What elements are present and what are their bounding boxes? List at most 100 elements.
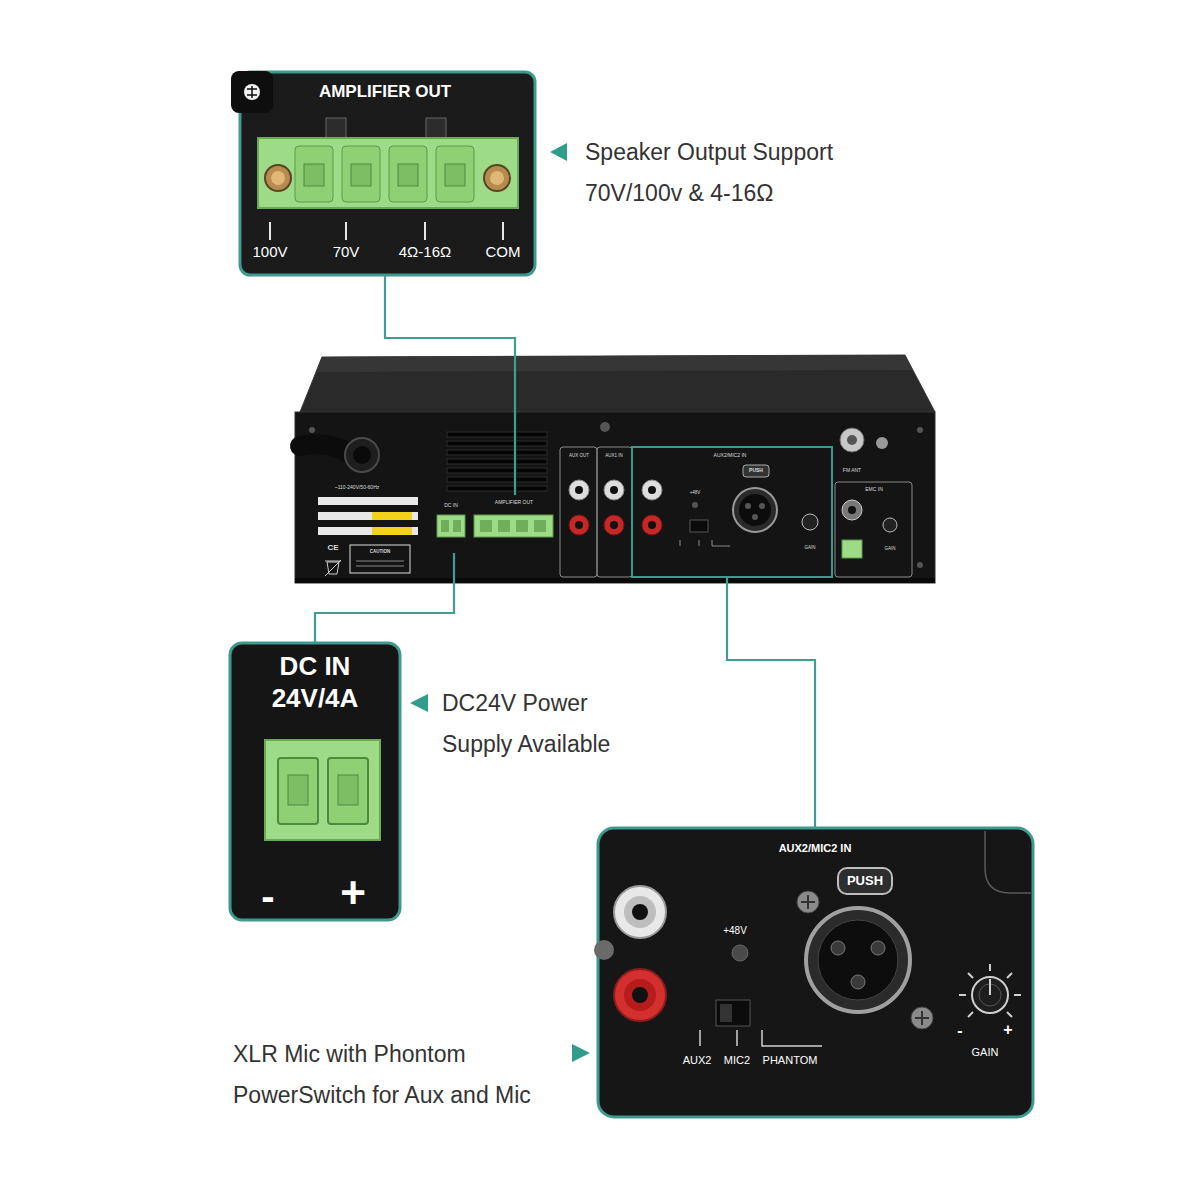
amplifier-body <box>318 497 418 505</box>
amplifier-body <box>680 540 730 546</box>
port-label: DC IN <box>444 503 458 509</box>
polarity-sign: - <box>261 874 274 918</box>
amplifier-body <box>498 520 510 532</box>
amplifier-body <box>752 514 758 520</box>
amplifier-body <box>632 447 832 577</box>
amplifier-body <box>610 486 618 494</box>
amplifier-body <box>642 515 662 535</box>
amp-out-zoom-panel <box>490 171 504 185</box>
amplifier-body <box>600 422 610 432</box>
switch-label: PHANTOM <box>763 1054 818 1066</box>
amplifier-body <box>610 521 618 529</box>
aux-mic-zoom-panel <box>831 941 845 955</box>
amplifier-body <box>759 503 765 509</box>
amplifier-body <box>316 355 912 372</box>
amplifier-body <box>447 459 547 464</box>
terminal-label: 4Ω-16Ω <box>399 244 451 261</box>
port-label: AUX2/MIC2 IN <box>714 453 747 459</box>
amp-out-zoom-panel <box>270 222 503 240</box>
terminal-label: 70V <box>333 244 360 261</box>
aux-mic-zoom-panel <box>797 891 819 913</box>
amp-out-zoom-panel <box>426 118 446 140</box>
callout-text: Speaker Output Support 70V/100v & 4-16Ω <box>585 132 885 214</box>
indicator-label: +48V <box>723 925 747 936</box>
aux-mic-zoom-panel <box>716 1000 750 1026</box>
amplifier-body <box>733 488 777 532</box>
amplifier-body <box>447 486 547 491</box>
amp-out-zoom-panel <box>244 84 260 100</box>
amplifier-out-terminal: AMPLIFIER OUT <box>471 495 557 555</box>
aux-mic-zoom-panel <box>871 941 885 955</box>
amplifier-body <box>648 521 656 529</box>
leader-line <box>315 553 454 643</box>
amplifier-body <box>840 428 864 452</box>
dc-in-zoom-panel <box>230 643 400 920</box>
knob-label: GAIN <box>884 547 895 552</box>
aux-mic-zoom-panel <box>851 975 865 989</box>
amplifier-body <box>372 512 412 520</box>
amplifier-body <box>474 515 553 537</box>
amplifier-rear-panel: DC INAMPLIFIER OUTAUX2/MIC2 IN~110-240V/… <box>295 355 935 583</box>
dc-in-zoom-panel <box>278 758 318 824</box>
amp-out-zoom-panel <box>326 118 346 140</box>
amplifier-body <box>745 503 751 509</box>
amp-out-zoom-panel <box>240 72 535 275</box>
amplifier-body <box>437 515 465 537</box>
amp-out-zoom-panel <box>231 71 273 113</box>
knob-sign: - <box>957 1022 962 1040</box>
callout-pointer <box>550 143 567 161</box>
aux-mic-zoom-panel <box>614 969 666 1021</box>
knob-label: GAIN <box>804 546 815 551</box>
amplifier-body <box>447 477 547 482</box>
callout-pointer <box>572 1044 590 1062</box>
dc-in-zoom-panel <box>328 758 368 824</box>
indicator-label: +48V <box>690 491 701 496</box>
amp-out-zoom-panel <box>342 146 380 202</box>
amp-out-zoom-panel <box>265 165 291 191</box>
amplifier-body <box>309 427 315 433</box>
amplifier-body <box>353 446 371 464</box>
amplifier-body <box>447 432 547 437</box>
amplifier-body <box>835 482 912 577</box>
aux-mic-zoom-panel <box>838 868 892 894</box>
panel-heading: AUX2/MIC2 IN <box>779 842 852 854</box>
amplifier-body <box>575 486 583 494</box>
panel-heading: AMPLIFIER OUT <box>319 83 451 102</box>
amplifier-body <box>917 427 923 433</box>
amp-out-zoom-panel <box>258 138 518 208</box>
aux-mic-zoom-panel <box>624 979 656 1011</box>
amplifier-body <box>295 412 935 583</box>
amplifier-body <box>480 520 492 532</box>
amplifier-body <box>372 527 412 535</box>
button-label: PUSH <box>749 468 763 474</box>
aux-mic-zoom-panel <box>818 920 898 1000</box>
amplifier-body <box>876 437 888 449</box>
amplifier-body <box>318 512 418 520</box>
amplifier-body <box>356 561 404 566</box>
port-label: FM ANT <box>843 468 861 474</box>
warning-label: CAUTION <box>370 550 391 555</box>
aux-mic-zoom-panel <box>614 886 666 938</box>
amp-out-zoom-panel <box>304 164 324 186</box>
switch-label: AUX2 <box>683 1054 712 1066</box>
aux-mic-zoom-panel <box>972 977 1008 1013</box>
amp-out-zoom-panel <box>389 146 427 202</box>
aux-mic-zoom-panel <box>624 896 656 928</box>
aux-mic-zoom-panel <box>959 964 1021 1017</box>
amplifier-body <box>692 502 698 508</box>
aux-mic-zoom-panel <box>732 945 748 961</box>
callout-text: DC24V Power Supply Available <box>442 683 642 765</box>
amplifier-body <box>350 545 410 573</box>
amplifier-body <box>690 520 708 532</box>
amp-out-zoom-panel <box>484 165 510 191</box>
amplifier-body <box>802 514 818 530</box>
knob-sign: + <box>1003 1021 1012 1039</box>
amplifier-body <box>447 441 547 446</box>
switch-label: MIC2 <box>724 1054 750 1066</box>
terminal-label: 100V <box>252 244 287 261</box>
amplifier-body <box>345 438 379 472</box>
port-label: AUX OUT <box>569 454 589 459</box>
amplifier-body <box>597 447 632 577</box>
aux-mic-zoom-panel <box>985 831 1031 893</box>
amplifier-body <box>300 355 935 412</box>
